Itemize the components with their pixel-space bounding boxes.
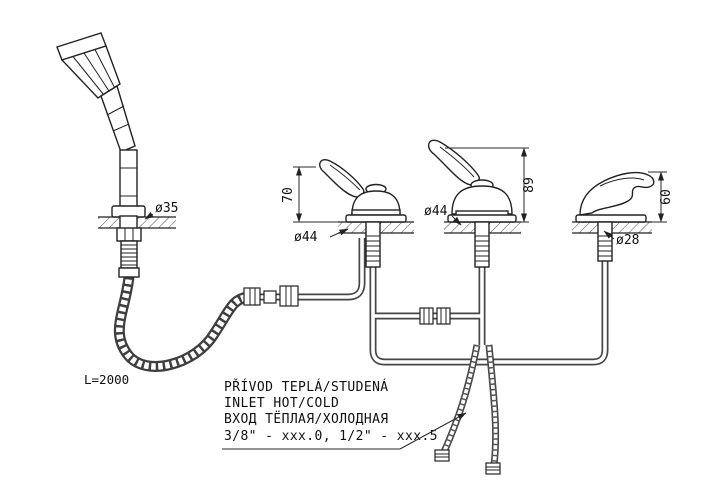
- dimension-spout-height: 60: [648, 171, 674, 223]
- note-block: PŘÍVOD TEPLÁ/STUDENÁ INLET HOT/COLD ВХОД…: [222, 379, 467, 450]
- dim-handle1-height-label: 70: [281, 187, 296, 203]
- dim-spout-height-label: 60: [659, 189, 674, 205]
- note-line-english: INLET HOT/COLD: [224, 396, 339, 411]
- dimension-spout-diameter: ø28: [603, 230, 639, 248]
- shower-hose: [113, 276, 250, 372]
- dimension-handle1-diameter: ø44: [294, 228, 349, 245]
- inlet-hose-nut: [485, 462, 501, 475]
- handle-right: [427, 139, 517, 268]
- note-line-thread-sizes: 3/8" - xxx.0, 1/2" - xxx.5: [224, 429, 438, 444]
- note-leader-line: [399, 412, 467, 450]
- dim-spout-diameter-label: ø28: [616, 233, 639, 248]
- dimension-handle2-diameter: ø44: [424, 204, 462, 226]
- dimension-shower-diameter: ø35: [144, 201, 178, 220]
- hose-length-label: L=2000: [84, 372, 129, 387]
- inlet-hose-nut: [434, 449, 450, 462]
- handle-left: [319, 159, 407, 268]
- note-line-czech: PŘÍVOD TEPLÁ/STUDENÁ: [224, 379, 389, 395]
- spout: [575, 171, 655, 262]
- dim-handle1-diameter-label: ø44: [294, 230, 318, 245]
- dim-handle2-diameter-label: ø44: [424, 204, 448, 219]
- dimension-handle1-height: 70: [281, 166, 338, 223]
- note-line-russian: ВХОД ТЁПЛАЯ/ХОЛОДНАЯ: [224, 411, 389, 427]
- dim-shower-diameter-label: ø35: [155, 201, 178, 216]
- dimension-handle2-height: 89: [445, 147, 537, 223]
- hose-connectors: [243, 285, 299, 307]
- supply-pipes: [246, 238, 609, 366]
- hand-shower: [56, 32, 146, 278]
- dim-handle2-height-label: 89: [522, 177, 537, 193]
- pipe-union-connectors: [419, 307, 451, 325]
- flexible-inlet-hoses: [434, 344, 501, 475]
